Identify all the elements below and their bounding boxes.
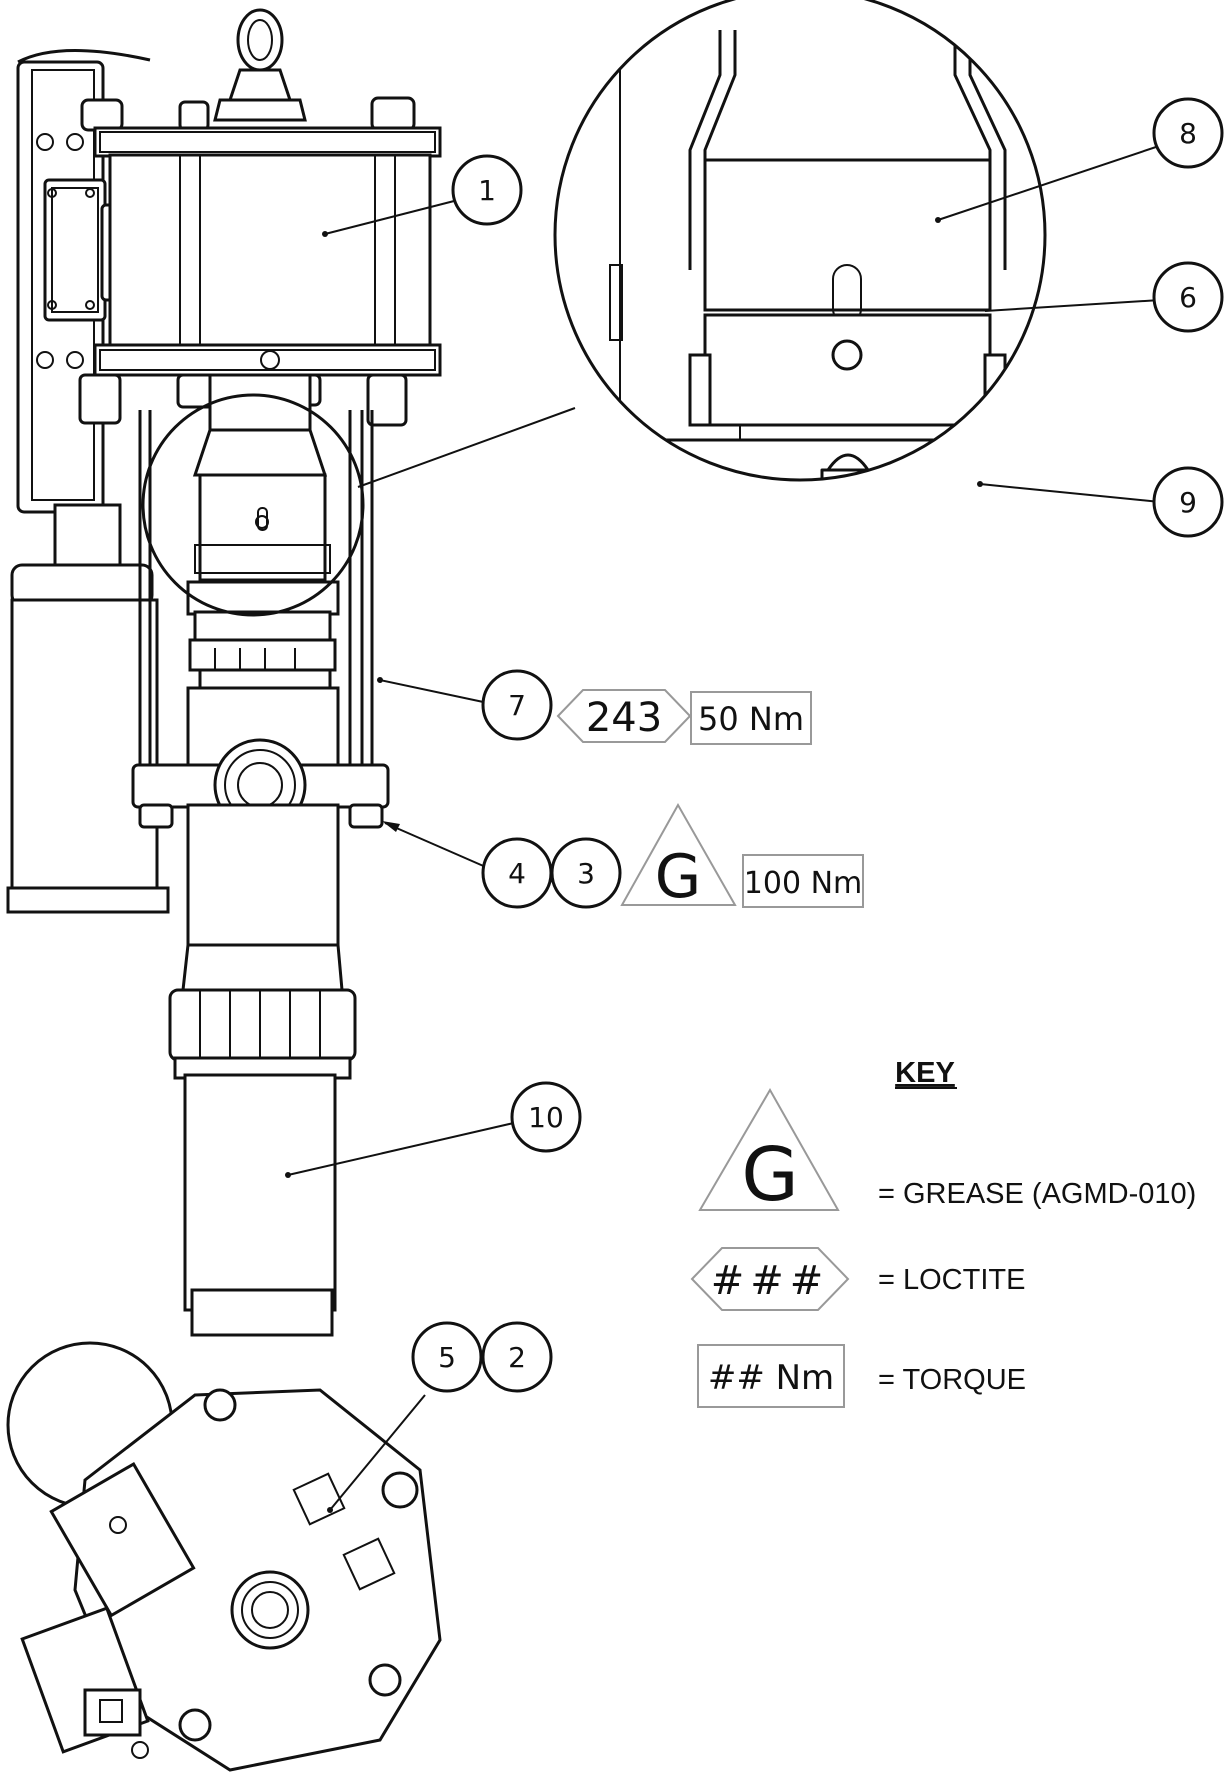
legend-loctite-symbol: ### <box>711 1258 830 1304</box>
callout-8: 8 <box>1152 97 1224 169</box>
legend-loctite-label: = LOCTITE <box>878 1264 1025 1296</box>
callout-3-label: 3 <box>577 857 595 890</box>
callout-4-label: 4 <box>508 857 526 890</box>
callout-2: 2 <box>481 1321 553 1393</box>
legend-title: KEY <box>895 1057 955 1089</box>
callout-3: 3 <box>550 837 622 909</box>
callout-10: 10 <box>510 1081 582 1153</box>
loctite-symbol-7: 243 <box>556 689 692 743</box>
callout-10-label: 10 <box>528 1101 564 1134</box>
leader-lines <box>285 144 1163 1513</box>
callout-7: 7 <box>481 669 553 741</box>
grease-letter: G <box>655 842 702 912</box>
legend-torque-symbol: ## Nm <box>708 1358 834 1398</box>
callout-1: 1 <box>451 154 523 226</box>
detail-circle-large <box>357 0 1047 488</box>
torque-box-7: 50 Nm <box>690 691 812 745</box>
callout-4: 4 <box>481 837 553 909</box>
callout-6-label: 6 <box>1179 281 1197 314</box>
callout-7-label: 7 <box>508 689 526 722</box>
air-cylinder <box>36 8 442 770</box>
callout-9-label: 9 <box>1179 486 1197 519</box>
grease-symbol-4: G <box>620 802 737 912</box>
legend-grease-symbol: G <box>741 1132 798 1218</box>
callout-5: 5 <box>411 1321 483 1393</box>
callout-1-label: 1 <box>478 174 496 207</box>
callout-8-label: 8 <box>1179 117 1197 150</box>
coupling <box>186 373 340 690</box>
detail-circle-small <box>141 393 365 617</box>
legend: KEY G = GREASE (AGMD-010) ### = LOCTITE … <box>690 1057 1196 1408</box>
torque-value-4: 100 Nm <box>744 866 862 901</box>
legend-grease-label: = GREASE (AGMD-010) <box>878 1178 1196 1210</box>
callout-9: 9 <box>1152 466 1224 538</box>
bottom-view <box>6 1341 442 1772</box>
loctite-code: 243 <box>586 695 662 741</box>
legend-torque-label: = TORQUE <box>878 1364 1026 1396</box>
callout-5-label: 5 <box>438 1341 456 1374</box>
callout-6: 6 <box>1152 261 1224 333</box>
torque-box-4: 100 Nm <box>742 854 864 908</box>
torque-value-7: 50 Nm <box>698 700 804 738</box>
pump-body <box>131 686 390 1337</box>
callout-2-label: 2 <box>508 1341 526 1374</box>
